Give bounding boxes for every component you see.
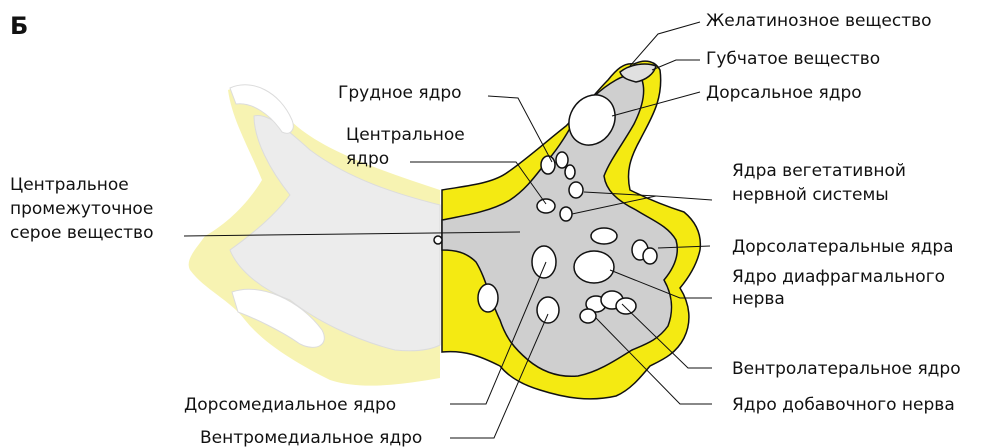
label-gelatinous: Желатинозное вещество (706, 11, 932, 31)
phrenic-nucleus-shape (574, 251, 614, 283)
central-nucleus-shape (537, 199, 555, 213)
label-intermediate-line3: серое вещество (10, 223, 153, 243)
accessory-nucleus-shape (580, 309, 596, 323)
left-white-gap (478, 284, 498, 312)
label-ventromedial: Вентромедиальное ядро (200, 428, 422, 448)
intermediate-nucleus-shape (591, 228, 617, 244)
label-dorsal-nucleus: Дорсальное ядро (706, 83, 862, 103)
label-accessory: Ядро добавочного нерва (732, 395, 955, 415)
label-phrenic-line2: нерва (732, 289, 785, 309)
dorsolateral-nucleus-shape-2 (643, 248, 657, 264)
central-canal (434, 236, 442, 244)
label-intermediate-line2: промежуточное (10, 199, 153, 219)
label-central-nucleus-line2: ядро (346, 149, 389, 169)
dorsomedial-nucleus-shape (532, 246, 556, 278)
autonomic-nucleus-shape-1 (569, 182, 583, 198)
panel-letter: Б (10, 12, 28, 40)
ventrolateral-nucleus-shape-3 (616, 298, 636, 314)
label-thoracic-nucleus: Грудное ядро (338, 83, 462, 103)
thoracic-nucleus-shape-1 (541, 156, 555, 174)
leader-gelatinous (630, 22, 700, 66)
label-autonomic-line1: Ядра вегетативной (732, 161, 906, 181)
label-spongy: Губчатое вещество (706, 49, 880, 69)
ventromedial-nucleus-shape (537, 297, 559, 323)
thoracic-nucleus-shape-2 (556, 152, 568, 168)
label-central-nucleus-line1: Центральное (346, 125, 465, 145)
label-intermediate-line1: Центральное (10, 175, 129, 195)
label-autonomic-line2: нервной системы (732, 185, 889, 205)
autonomic-nucleus-shape-2 (560, 207, 572, 221)
label-dorsomedial: Дорсомедиальное ядро (184, 395, 396, 415)
thoracic-nucleus-shape-3 (565, 165, 575, 179)
label-phrenic-line1: Ядро диафрагмального (732, 267, 945, 287)
label-ventrolateral: Вентролатеральное ядро (732, 359, 961, 379)
label-dorsolateral: Дорсолатеральные ядра (732, 237, 954, 257)
